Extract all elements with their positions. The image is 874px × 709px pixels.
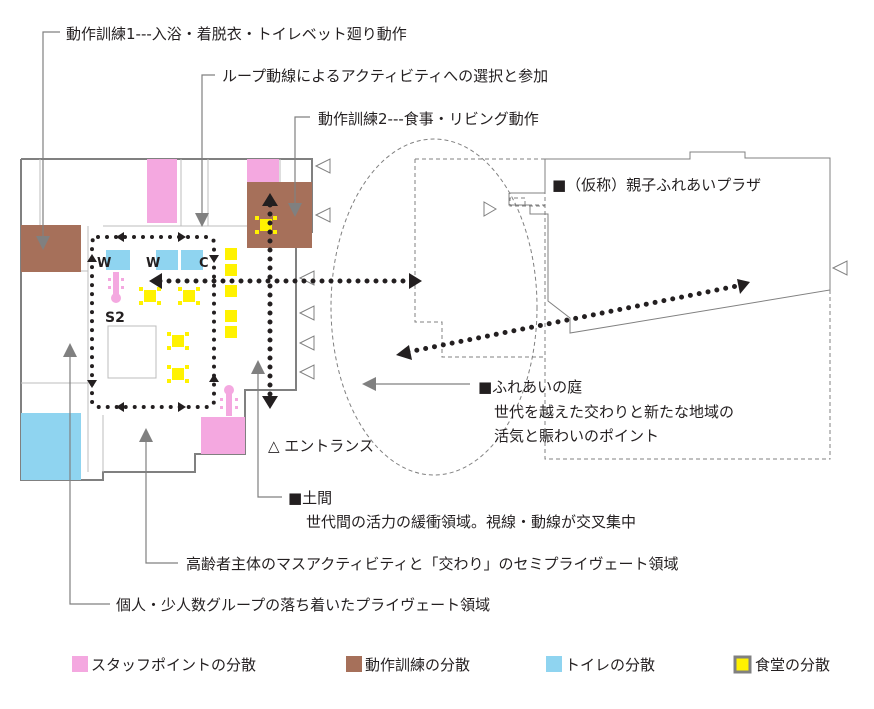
dining-counter <box>225 248 237 338</box>
toilet-area-left <box>21 413 81 480</box>
garden-area-outline <box>330 138 538 476</box>
diagonal-flow-line <box>405 283 740 355</box>
legend-label: スタッフポイントの分散 <box>91 656 256 674</box>
entrance-marker-icon <box>299 364 315 380</box>
legend-item-training: 動作訓練の分散 <box>346 656 470 674</box>
entrance-label: △ エントランス <box>268 437 374 455</box>
staff-point-bottom <box>201 417 245 454</box>
legend-item-toilet: トイレの分散 <box>546 656 655 674</box>
garden-line2: 活気と賑わいのポイント <box>494 427 659 445</box>
toilet-w1 <box>106 250 130 270</box>
arrow-head-icon <box>262 193 278 206</box>
dining-table-icon <box>178 287 200 305</box>
toilet-c <box>181 250 203 270</box>
staff-point-top-right <box>247 159 279 182</box>
toilet-c-mark: C <box>199 256 209 271</box>
plaza-dashed-outline <box>414 159 545 358</box>
entrance-marker-icon <box>315 158 331 174</box>
garden-line1: 世代を越えた交わりと新たな地域の <box>494 403 734 421</box>
staff-point-top <box>147 159 177 223</box>
legend-label: 食堂の分散 <box>755 656 830 674</box>
plaza-building-outline <box>508 151 831 334</box>
training2-label: 動作訓練2---食事・リビング動作 <box>318 110 539 128</box>
legend-swatch <box>346 656 362 672</box>
garden-title: ■ふれあいの庭 <box>478 378 582 396</box>
doma-description: 世代間の活力の緩衝領域。視線・動線が交叉集中 <box>306 513 636 531</box>
arrow-head-icon <box>409 273 422 289</box>
dining-table-icon <box>167 332 189 350</box>
doma-title: ■土間 <box>288 489 332 507</box>
bath-fixture-icon <box>108 272 124 303</box>
training-area-1 <box>21 225 81 272</box>
semi-private-label: 高齢者主体のマスアクティビティと「交わり」のセミプライヴェート領域 <box>186 555 678 573</box>
legend-swatch <box>546 656 562 672</box>
arrow-head-icon <box>149 273 162 289</box>
entrance-marker-icon <box>483 201 497 217</box>
arrow-head-icon <box>262 396 278 409</box>
bath-fixture-icon <box>220 385 238 416</box>
arrow-head-icon <box>737 279 750 294</box>
legend: スタッフポイントの分散 動作訓練の分散 トイレの分散 食堂の分散 <box>72 655 830 674</box>
plaza-label: ■（仮称）親子ふれあいプラザ <box>552 176 761 194</box>
arrow-head-icon <box>396 345 412 360</box>
training1-label: 動作訓練1---入浴・着脱衣・トイレベット廻り動作 <box>66 25 407 43</box>
loop-arrows <box>87 232 219 412</box>
loop-label: ループ動線によるアクティビティへの選択と参加 <box>222 67 548 85</box>
legend-swatch <box>72 656 88 672</box>
entrance-marker-icon <box>832 260 848 276</box>
dining-table-icon <box>139 287 161 305</box>
entrance-marker-icon <box>299 305 315 321</box>
leader-arrow-heads <box>36 203 376 442</box>
toilet-w1-mark: W <box>97 256 111 271</box>
toilet-w2-mark: W <box>146 256 160 271</box>
entrance-marker-icon <box>315 207 331 223</box>
entrance-marker-icon <box>299 335 315 351</box>
legend-label: 動作訓練の分散 <box>365 656 470 674</box>
private-label: 個人・少人数グループの落ち着いたプライヴェート領域 <box>116 596 490 614</box>
legend-item-dining: 食堂の分散 <box>733 655 830 674</box>
legend-item-staff: スタッフポイントの分散 <box>72 656 256 674</box>
legend-label: トイレの分散 <box>565 656 655 674</box>
bath-s2-mark: S2 <box>105 310 125 326</box>
toilet-w2 <box>156 250 178 270</box>
legend-swatch <box>733 655 752 674</box>
dining-table-icon <box>167 365 189 383</box>
training-area-2 <box>247 182 312 248</box>
loop-circulation-path <box>90 235 216 409</box>
leader-lines <box>42 31 470 605</box>
